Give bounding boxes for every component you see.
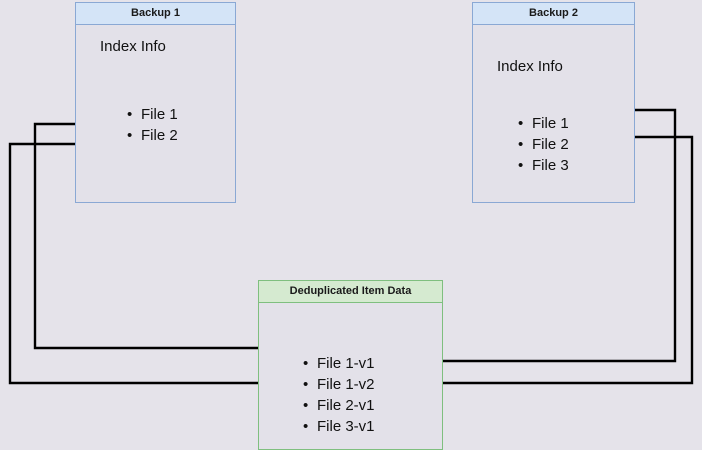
list-item: File 2 xyxy=(516,134,569,155)
node-backup-1-section-label: Index Info xyxy=(100,38,166,55)
node-deduplicated-item-data-body: File 1-v1 File 1-v2 File 2-v1 File 3-v1 xyxy=(259,303,442,449)
node-backup-1[interactable]: Backup 1 Index Info File 1 File 2 xyxy=(75,2,236,203)
node-deduplicated-item-data-file-list: File 1-v1 File 1-v2 File 2-v1 File 3-v1 xyxy=(301,353,375,437)
list-item: File 1-v2 xyxy=(301,374,375,395)
list-item: File 1 xyxy=(516,113,569,134)
list-item: File 3-v1 xyxy=(301,416,375,437)
list-item: File 1-v1 xyxy=(301,353,375,374)
node-backup-2-body: Index Info File 1 File 2 File 3 xyxy=(473,25,634,202)
list-item: File 1 xyxy=(125,104,178,125)
node-backup-1-body: Index Info File 1 File 2 xyxy=(76,25,235,202)
list-item: File 3 xyxy=(516,155,569,176)
list-item: File 2-v1 xyxy=(301,395,375,416)
node-backup-2-file-list: File 1 File 2 File 3 xyxy=(516,113,569,176)
node-backup-2[interactable]: Backup 2 Index Info File 1 File 2 File 3 xyxy=(472,2,635,203)
list-item: File 2 xyxy=(125,125,178,146)
node-backup-1-title: Backup 1 xyxy=(76,3,235,25)
node-backup-2-title: Backup 2 xyxy=(473,3,634,25)
node-backup-2-section-label: Index Info xyxy=(497,58,563,75)
node-deduplicated-item-data-title: Deduplicated Item Data xyxy=(259,281,442,303)
node-backup-1-file-list: File 1 File 2 xyxy=(125,104,178,146)
node-deduplicated-item-data[interactable]: Deduplicated Item Data File 1-v1 File 1-… xyxy=(258,280,443,450)
